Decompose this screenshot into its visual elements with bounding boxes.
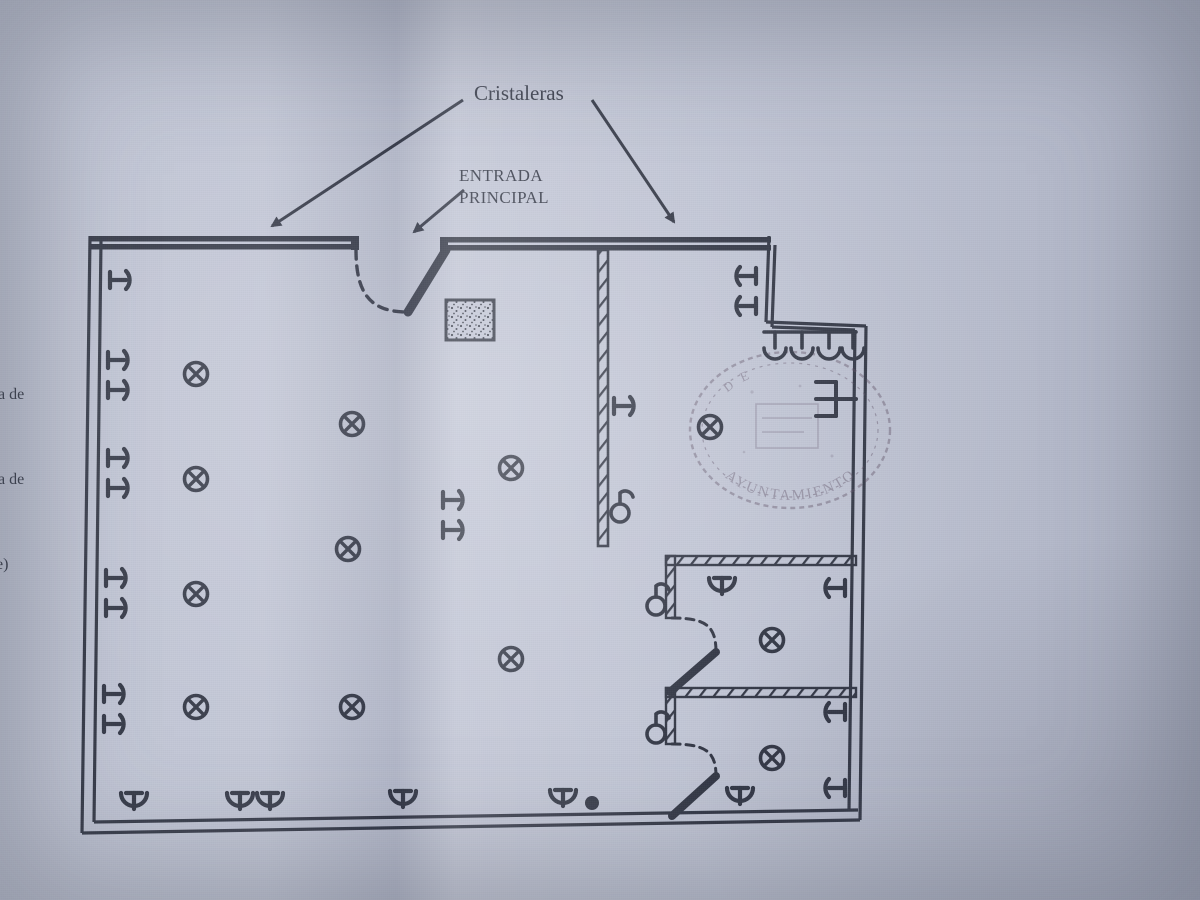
wall-sconce [825,779,845,797]
ceiling-light [182,580,210,608]
wall-sconce [736,267,756,285]
ceiling-light [182,693,210,721]
wall-sconce [709,578,735,594]
wall-sconces-left [104,271,130,733]
wall-sconce [106,569,126,587]
light-switch [609,489,635,524]
wall-sconce [614,397,634,415]
wall-sconce [227,793,253,809]
ceiling-light [497,645,525,673]
comb-fixture [762,330,866,361]
switches [609,489,671,745]
ceiling-light [334,535,362,563]
ceiling-light [338,693,366,721]
floor-point [585,796,599,810]
wall-sconce [390,791,416,807]
wall-sconce [825,703,845,721]
exterior-walls [80,235,868,835]
ceiling-light [497,454,525,482]
wall-sconce [727,788,753,804]
main-entrance-door [354,245,451,317]
glazing-label: Cristaleras [474,81,564,105]
wall-sconce [106,599,126,617]
main-entrance-label-line1: ENTRADA [459,166,543,185]
wall-sconce [108,449,128,467]
wall-sconce [443,521,463,539]
ceiling-light [696,413,724,441]
annotation-arrows [270,98,676,234]
main-entrance-label-line2: PRINCIPAL [459,188,549,207]
wall-sconce [108,381,128,399]
bathroom-upper [664,554,858,696]
stipple-box [444,298,496,342]
wall-sconce [443,491,463,509]
margin-note-2: a de [0,471,24,488]
ceiling-light [758,744,786,772]
glazing-top-right [440,237,771,251]
ceiling-light [182,465,210,493]
ceiling-light [182,360,210,388]
e-fixture [814,380,858,418]
wall-sconce [550,790,576,806]
wall-sconce [825,579,845,597]
wall-sconce [257,793,283,809]
wall-sconce [104,715,124,733]
ceiling-light [338,410,366,438]
wall-sconce [108,351,128,369]
wall-sconce [104,685,124,703]
wall-sconce [121,793,147,809]
wall-sconces-interior [443,267,845,797]
arrow-main-entrance [412,188,465,234]
wall-sconce [110,271,130,289]
margin-note-3: e) [0,556,8,573]
bathroom-lower [664,686,858,820]
wall-sconces-bottom [121,788,753,809]
wall-sconce [736,297,756,315]
arrow-left-glazing [270,98,464,228]
wall-sconce [108,479,128,497]
glazing-top-left [90,236,359,250]
ceiling-light [758,626,786,654]
central-partition-wall [596,248,610,548]
margin-note-1: a de [0,386,24,403]
arrow-right-glazing [590,99,676,224]
